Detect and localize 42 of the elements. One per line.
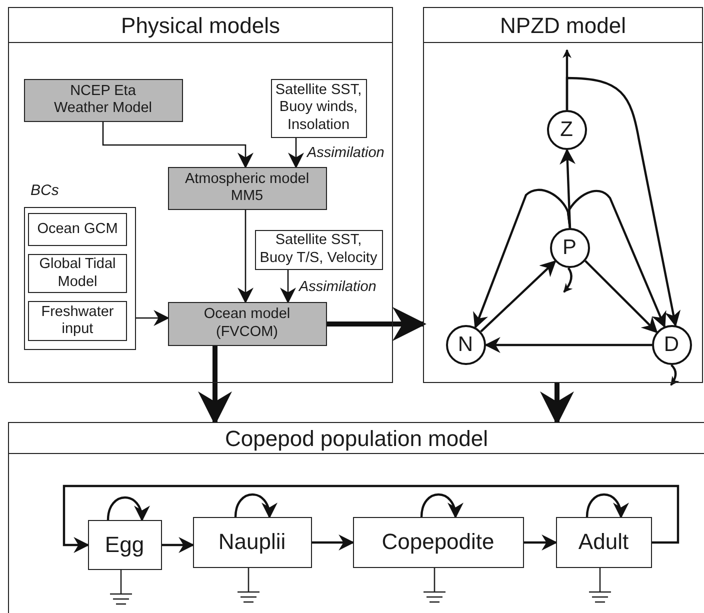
model-box: Atmospheric model MM5 [168, 166, 326, 210]
state-circle: Z [546, 110, 586, 150]
arrow [327, 307, 426, 341]
state-circle: N [446, 324, 486, 364]
arrow [288, 138, 304, 169]
stage-box: Nauplii [192, 516, 312, 568]
panel [423, 7, 703, 383]
input-box: Satellite SST, Buoy winds, Insolation [270, 78, 366, 138]
panel-title: Copepod population model [9, 423, 704, 454]
arrow [136, 310, 170, 326]
arrow [524, 534, 558, 550]
panel [8, 7, 393, 383]
arrow [102, 122, 254, 169]
arrow [566, 76, 681, 327]
stage-box: Egg [88, 520, 162, 570]
model-box: NCEP Eta Weather Model [24, 78, 182, 122]
arrow [280, 270, 296, 304]
arrow [162, 537, 195, 553]
arrow [420, 493, 462, 519]
input-box: Satellite SST, Buoy T/S, Velocity [254, 230, 382, 270]
arrow [566, 190, 666, 328]
arrow [584, 260, 658, 334]
arrow [62, 484, 680, 553]
stage-box: Copepodite [352, 516, 524, 568]
arrow [480, 260, 556, 332]
arrow [238, 210, 254, 304]
arrow [312, 534, 355, 550]
arrow [670, 364, 680, 386]
input-box: Freshwater input [28, 301, 127, 341]
model-box: Ocean model (FVCOM) [168, 302, 326, 346]
input-box: Ocean GCM [28, 213, 127, 246]
group-heading: BCs [30, 182, 59, 198]
input-box: Global Tidal Model [28, 254, 127, 293]
arrow [563, 267, 573, 293]
arrow [586, 493, 628, 519]
arrow [234, 493, 276, 519]
state-circle: D [652, 324, 692, 364]
arrow [106, 496, 149, 522]
state-circle: P [550, 228, 590, 268]
arrow [484, 337, 652, 353]
panel [8, 422, 704, 613]
stage-box: Adult [556, 516, 652, 568]
